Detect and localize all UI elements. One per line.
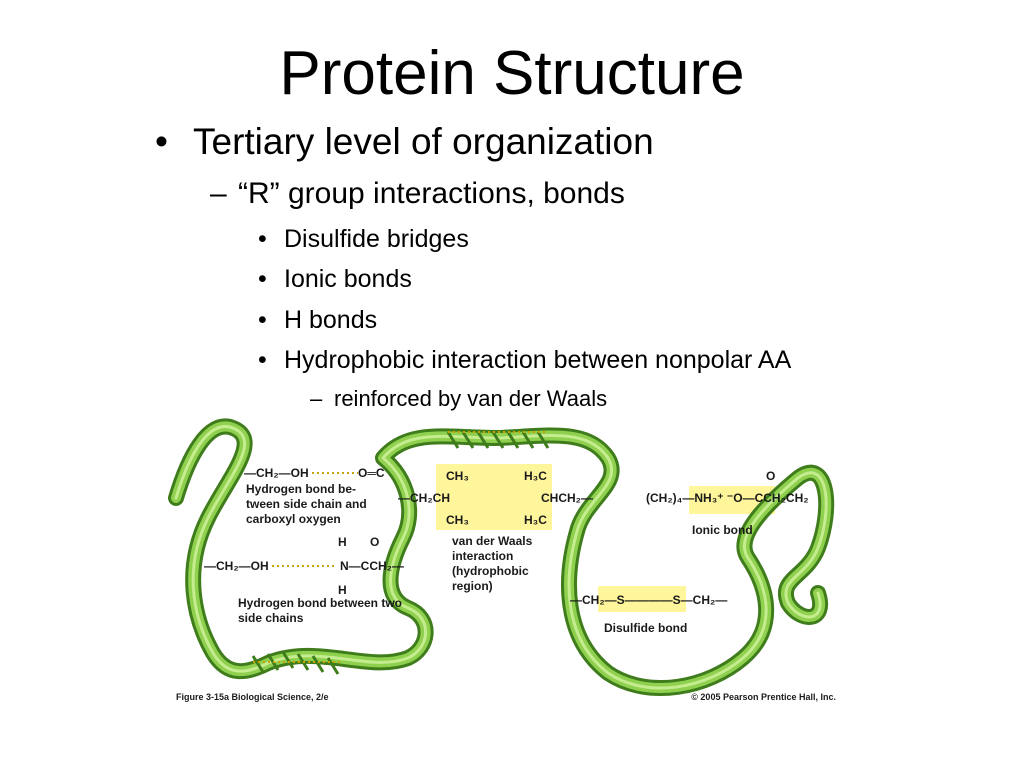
protein-tertiary-figure: —CH₂—OH O═C Hydrogen bond be- tween side… xyxy=(168,418,836,702)
vdw-ch3-top: CH₃ xyxy=(446,469,469,483)
bullet-mark: • xyxy=(258,306,267,334)
hbond2-left-formula: —CH₂—OH xyxy=(204,559,269,573)
bullet-ionic: • Ionic bonds xyxy=(258,264,412,294)
bullet-disulfide: • Disulfide bridges xyxy=(258,224,469,254)
disulfide-highlight xyxy=(598,586,686,612)
vdw-highlight xyxy=(436,464,552,530)
ionic-o: O xyxy=(766,469,775,483)
bullet-mark: • xyxy=(155,121,168,162)
hbond2-label: Hydrogen bond between two side chains xyxy=(238,596,402,625)
bullet-text: H bonds xyxy=(284,306,378,334)
bullet-r-group: –“R” group interactions, bonds xyxy=(210,176,625,212)
vdw-label: van der Waals interaction (hydrophobic r… xyxy=(452,534,533,593)
ionic-formula: (CH₂)₄—NH₃⁺ ⁻O—CCH₂CH₂ xyxy=(646,491,809,505)
bullet-text: Tertiary level of organization xyxy=(193,121,654,162)
bullet-text: Ionic bonds xyxy=(284,265,412,293)
bullet-text: “R” group interactions, bonds xyxy=(238,177,625,210)
hbond2-n-formula: N—CCH₂— xyxy=(340,559,404,573)
bullet-van-der-waals: –reinforced by van der Waals xyxy=(310,386,607,412)
figure-caption: Figure 3-15a Biological Science, 2/e xyxy=(176,692,329,702)
vdw-right-formula: CHCH₂— xyxy=(541,491,593,505)
hbond2-h-top: H xyxy=(338,535,347,549)
dash-mark: – xyxy=(310,386,323,411)
vdw-h3c-bottom: H₃C xyxy=(524,513,547,527)
bullet-text: Hydrophobic interaction between nonpolar… xyxy=(284,346,792,374)
vdw-label-box: van der Waals interaction (hydrophobic r… xyxy=(452,534,533,593)
disulfide-formula: —CH₂—S————S—CH₂— xyxy=(570,593,727,607)
hbond1-left-formula: —CH₂—OH xyxy=(244,466,309,480)
disulfide-label: Disulfide bond xyxy=(604,621,687,635)
bullet-hydrophobic: • Hydrophobic interaction between nonpola… xyxy=(258,345,791,375)
hbond1-label-box: Hydrogen bond be- tween side chain and c… xyxy=(246,482,367,526)
bullet-mark: • xyxy=(258,225,267,253)
bullet-h-bonds: • H bonds xyxy=(258,305,377,335)
protein-ribbon xyxy=(168,418,835,697)
bullet-text: reinforced by van der Waals xyxy=(334,386,608,411)
dash-mark: – xyxy=(210,177,227,210)
hbond2-o: O xyxy=(370,535,379,549)
ionic-label: Ionic bond xyxy=(692,523,753,537)
hbond1-right-formula: O═C xyxy=(358,466,385,480)
helix-top xyxy=(446,431,550,449)
bullet-mark: • xyxy=(258,346,267,374)
bullet-text: Disulfide bridges xyxy=(284,225,469,253)
hbond2-h-bottom: H xyxy=(338,583,347,597)
hbond1-label: Hydrogen bond be- tween side chain and c… xyxy=(246,482,367,526)
vdw-h3c-top: H₃C xyxy=(524,469,547,483)
slide-title: Protein Structure xyxy=(279,39,745,108)
vdw-ch3-bottom: CH₃ xyxy=(446,513,469,527)
bullet-mark: • xyxy=(258,265,267,293)
hbond2-label-box: Hydrogen bond between two side chains xyxy=(238,596,402,625)
vdw-left-formula: —CH₂CH xyxy=(398,491,450,505)
bullet-tertiary: • Tertiary level of organization xyxy=(155,120,654,164)
copyright-caption: © 2005 Pearson Prentice Hall, Inc. xyxy=(691,692,836,702)
